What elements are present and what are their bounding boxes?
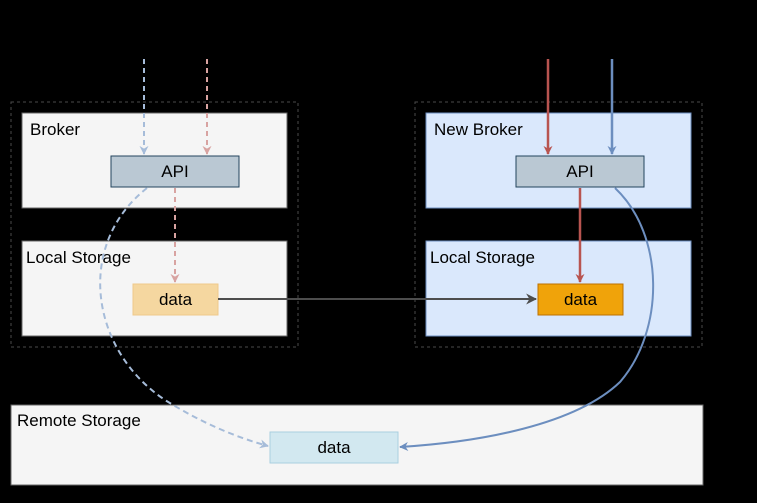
left-api-label: API [161,162,188,181]
left-data-label: data [159,290,193,309]
right-api-label: API [566,162,593,181]
remote-storage-label: Remote Storage [17,411,141,430]
left-data-box: data [132,283,219,316]
left-api-to-remote-dashed-arrow [99,187,269,449]
remote-data-label: data [317,438,351,457]
right-api-to-remote-arrow [399,187,655,451]
right-api-box: API [515,155,645,188]
new-broker-label: New Broker [434,120,523,139]
remote-data-box: data [269,431,399,464]
right-data-box: data [537,283,624,316]
left-api-box: API [110,155,240,188]
right-node-group-border [414,101,703,348]
left-node-group-border [10,101,299,348]
right-data-label: data [564,290,598,309]
left-local-storage-label: Local Storage [26,248,131,267]
left-broker-label: Broker [30,120,80,139]
right-local-storage-label: Local Storage [430,248,535,267]
